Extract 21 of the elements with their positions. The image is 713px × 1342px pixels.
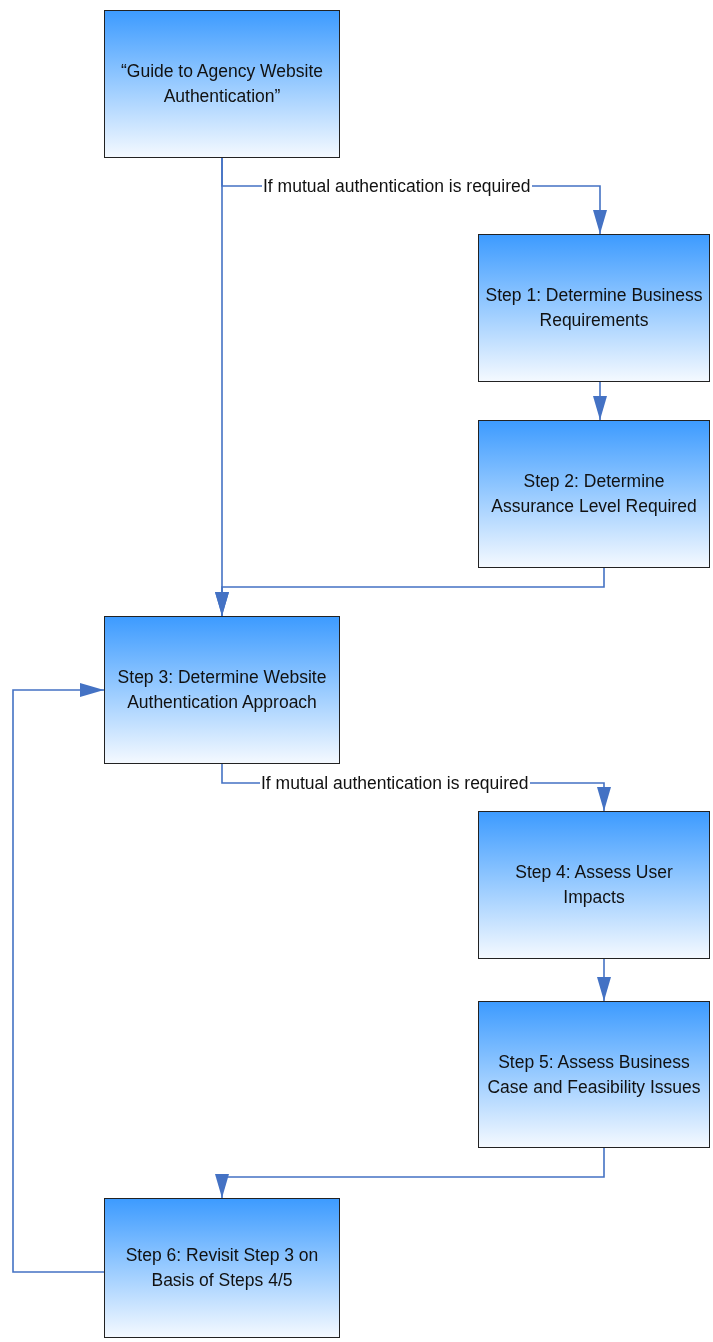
edge-label: If mutual authentication is required [260,773,530,793]
box-text: Step 1: Determine Business Requirements [484,284,704,332]
arrow [215,567,605,617]
box-text: Step 2: Determine Assurance Level Required [490,470,698,518]
box-text: Step 5: Assess Business Case and Feasibility Issues [486,1050,702,1099]
process-box [104,10,340,158]
process-box [104,1198,340,1338]
arrow [593,381,607,421]
edge-label: If mutual authentication is required [262,176,532,196]
arrow [597,958,611,1002]
process-box [478,234,710,382]
box-text: Step 3: Determine Website Authentication Approach [116,666,328,714]
process-box [478,811,710,959]
arrow [215,1147,605,1199]
process-box [478,420,710,568]
box-text: Step 4: Assess User Impacts [514,861,674,909]
process-box [104,616,340,764]
process-box [478,1001,710,1148]
box-text: “Guide to Agency Website Authentication” [120,60,324,108]
box-text: Step 6: Revisit Step 3 on Basis of Steps 4/5 [124,1244,320,1292]
arrow [12,683,105,1273]
